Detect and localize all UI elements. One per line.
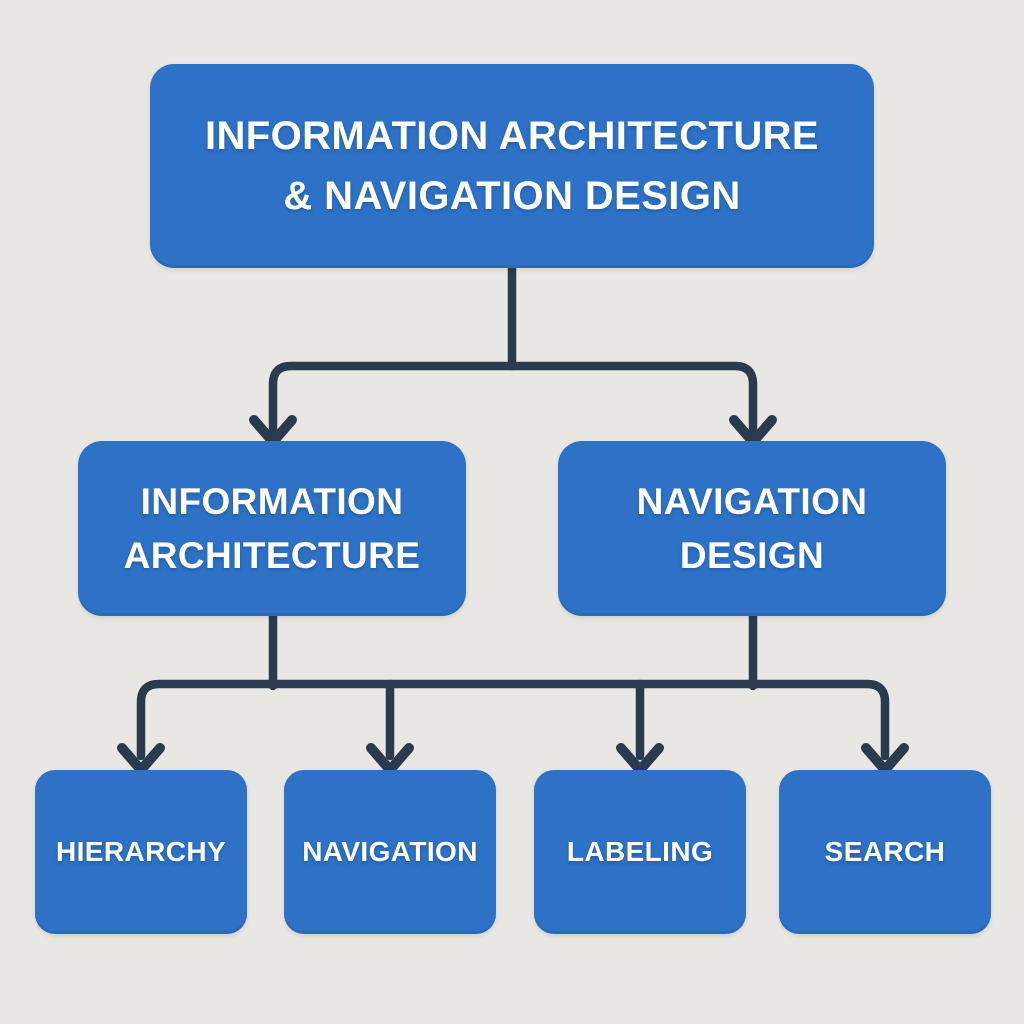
node-navigation-design-label-line1: NAVIGATION <box>636 480 868 522</box>
node-search-label: SEARCH <box>824 836 946 867</box>
node-root-label-line2: & NAVIGATION DESIGN <box>283 174 741 218</box>
node-hierarchy: HIERARCHY <box>35 770 247 934</box>
node-navigation: NAVIGATION <box>284 770 496 934</box>
node-information-architecture: INFORMATION ARCHITECTURE <box>78 441 466 616</box>
node-information-architecture-label-line1: INFORMATION <box>140 480 404 522</box>
node-information-architecture-label-line2: ARCHITECTURE <box>123 534 421 576</box>
node-navigation-design: NAVIGATION DESIGN <box>558 441 946 616</box>
node-root: INFORMATION ARCHITECTURE & NAVIGATION DE… <box>150 64 874 268</box>
connector-root-to-information-architecture <box>268 361 517 441</box>
node-search: SEARCH <box>779 770 991 934</box>
node-root-label-line1: INFORMATION ARCHITECTURE <box>205 114 819 158</box>
connector-level3-bus <box>136 679 890 761</box>
node-navigation-label: NAVIGATION <box>302 836 478 867</box>
node-labeling: LABELING <box>534 770 746 934</box>
connector-root-to-navigation-design <box>507 361 758 441</box>
node-navigation-design-label-line2: DESIGN <box>679 534 825 576</box>
node-labeling-label: LABELING <box>566 836 714 867</box>
node-hierarchy-label: HIERARCHY <box>55 836 227 867</box>
